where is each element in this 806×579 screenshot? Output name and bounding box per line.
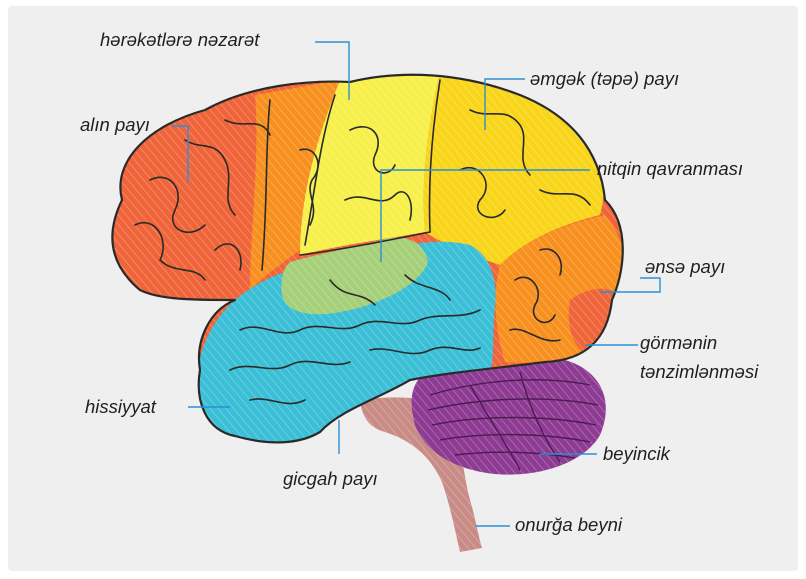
label-speech-perception: nitqin qavranması <box>597 158 743 180</box>
label-sensation: hissiyyat <box>85 396 156 418</box>
label-parietal-lobe: əmgək (təpə) payı <box>530 68 679 90</box>
label-spinal-cord: onurğa beyni <box>515 514 622 536</box>
label-vision-line1: görmənin <box>640 332 717 354</box>
label-cerebellum: beyincik <box>603 443 670 465</box>
label-temporal-lobe: gicgah payı <box>283 468 378 490</box>
label-vision-line2: tənzimlənməsi <box>640 361 758 383</box>
label-motor-control: hərəkətlərə nəzarət <box>100 29 259 51</box>
label-occipital-lobe: ənsə payı <box>645 256 725 278</box>
label-frontal-lobe: alın payı <box>80 114 150 136</box>
